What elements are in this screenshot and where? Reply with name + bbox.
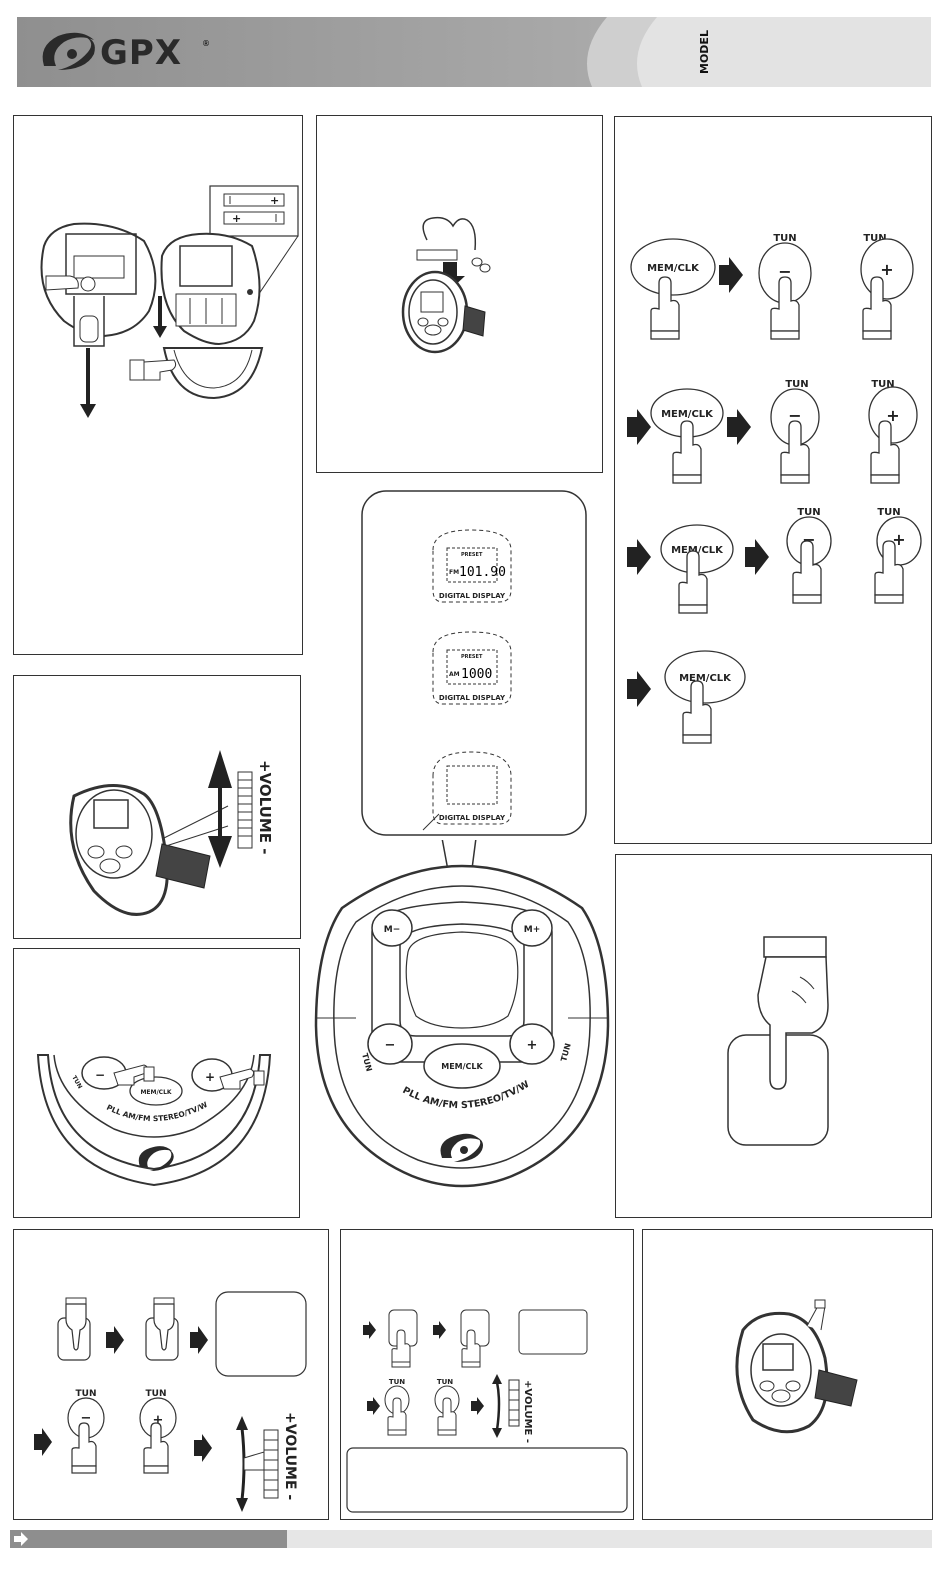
tun-label-1b: TUN	[863, 233, 886, 244]
panel-press-button	[615, 854, 932, 1218]
registered-mark: ®	[202, 39, 210, 48]
face-minus-label: −	[95, 1068, 105, 1082]
model-label-wrap: MODEL#	[694, 30, 714, 78]
battery-compartment-illustration	[153, 232, 261, 346]
mem-clk-button[interactable]: MEM/CLK	[441, 1062, 483, 1071]
display-2-band: AM	[449, 671, 460, 678]
panel-side-button	[642, 1229, 933, 1520]
minus-label-2: −	[788, 406, 801, 425]
gpx-logo-icon	[440, 1133, 483, 1162]
clock-tun-label-b: TUN	[146, 1389, 167, 1399]
panel-sequence-small: TUN − TUN + +VOLUME -	[340, 1229, 634, 1520]
clock-volume-wheel-icon	[236, 1416, 279, 1512]
tun-label-3b: TUN	[877, 507, 900, 518]
volume-wheel-icon	[208, 750, 253, 868]
tun-label-2a: TUN	[785, 379, 808, 390]
clock-minus-label: −	[81, 1411, 92, 1426]
step-3: MEM/CLK TUN − TUN +	[627, 507, 922, 614]
clock-plus-label: +	[153, 1413, 164, 1428]
display-1-tag: PRESET	[461, 552, 483, 558]
plus-label-3: +	[892, 530, 905, 549]
device-side-illustration	[69, 784, 229, 916]
digital-display-1: PRESET FM 101.90 DIGITAL DISPLAY	[432, 529, 512, 603]
battery-plus-bottom: +	[232, 212, 241, 225]
small-volume-wheel-icon	[492, 1374, 520, 1438]
mem-clk-label-3: MEM/CLK	[671, 545, 724, 556]
battery-cover-illustration	[129, 347, 264, 400]
face-tun-label: TUN	[70, 1075, 83, 1091]
tun-label-1a: TUN	[773, 233, 796, 244]
radio-face: M− M+ − + MEM/CLK TUN TUN PLL AM/FM STER…	[312, 836, 612, 1198]
brand-logo: GPX ®	[36, 26, 216, 78]
step-2: MEM/CLK TUN − TUN +	[627, 379, 918, 484]
pressing-hand-icon	[757, 936, 829, 1090]
device-back-illustration	[40, 222, 157, 418]
footer-bar	[10, 1530, 932, 1548]
display-2-caption: DIGITAL DISPLAY	[439, 694, 506, 702]
panel-memory-preset: MEM/CLK TUN − TUN + MEM/CLK TUN − TUN +	[614, 116, 932, 844]
small-tun-label-b: TUN	[437, 1378, 453, 1386]
panel-volume: +VOLUME -	[13, 675, 301, 939]
panel-battery-install: + +	[13, 115, 303, 655]
tune-plus-button[interactable]: +	[527, 1038, 538, 1053]
gpx-swoosh-icon	[42, 32, 95, 70]
display-1-band: FM	[449, 569, 459, 576]
battery-inset: + +	[209, 185, 299, 317]
face-gpx-logo-icon	[138, 1146, 174, 1171]
plus-label-2: +	[886, 406, 899, 425]
face-plus-label: +	[205, 1070, 215, 1084]
face-mem-clk-label: MEM/CLK	[140, 1089, 171, 1096]
device-angled-illustration	[735, 1299, 858, 1434]
mem-clk-label-4: MEM/CLK	[679, 673, 732, 684]
panel-earphones	[316, 115, 603, 473]
mem-clk-label-2: MEM/CLK	[661, 409, 714, 420]
volume-label-bottom: +VOLUME -	[282, 1412, 298, 1500]
display-3-caption: DIGITAL DISPLAY	[439, 814, 506, 822]
mem-clk-label-1: MEM/CLK	[647, 263, 700, 274]
minus-label-1: −	[778, 262, 791, 281]
panel-clock-set: TUN − TUN + +VOLUME -	[13, 1229, 329, 1520]
step-1: MEM/CLK TUN − TUN +	[630, 233, 914, 340]
brand-name: GPX	[100, 33, 182, 73]
display-1-reading: 101.90	[459, 565, 506, 580]
panel-tuning-face: − + MEM/CLK TUN PLL AM/FM STEREO/TV/WB	[13, 948, 300, 1218]
tun-label-2b: TUN	[871, 379, 894, 390]
m-minus-button[interactable]: M−	[384, 925, 401, 935]
battery-plus-top: +	[270, 194, 279, 207]
digital-display-3: DIGITAL DISPLAY	[422, 751, 512, 831]
tun-label-3a: TUN	[797, 507, 820, 518]
small-tun-label-a: TUN	[389, 1378, 405, 1386]
display-1-caption: DIGITAL DISPLAY	[439, 592, 506, 600]
model-label: MODEL#	[698, 30, 711, 74]
volume-label-main: +VOLUME -	[256, 760, 274, 855]
tune-minus-button[interactable]: −	[385, 1038, 396, 1053]
m-plus-button[interactable]: M+	[524, 925, 541, 935]
display-2-reading: 1000	[461, 667, 492, 682]
step-4: MEM/CLK	[627, 650, 746, 744]
device-front-small	[401, 270, 486, 354]
clock-tun-label-a: TUN	[76, 1389, 97, 1399]
display-2-tag: PRESET	[461, 654, 483, 660]
volume-label-small: +VOLUME -	[522, 1380, 533, 1443]
plus-label-1: +	[880, 260, 893, 279]
arrow-right-icon	[14, 1532, 28, 1546]
digital-display-2: PRESET AM 1000 DIGITAL DISPLAY	[432, 631, 512, 705]
header-bar	[17, 17, 931, 87]
display-callout: PRESET FM 101.90 DIGITAL DISPLAY PRESET …	[361, 490, 587, 836]
